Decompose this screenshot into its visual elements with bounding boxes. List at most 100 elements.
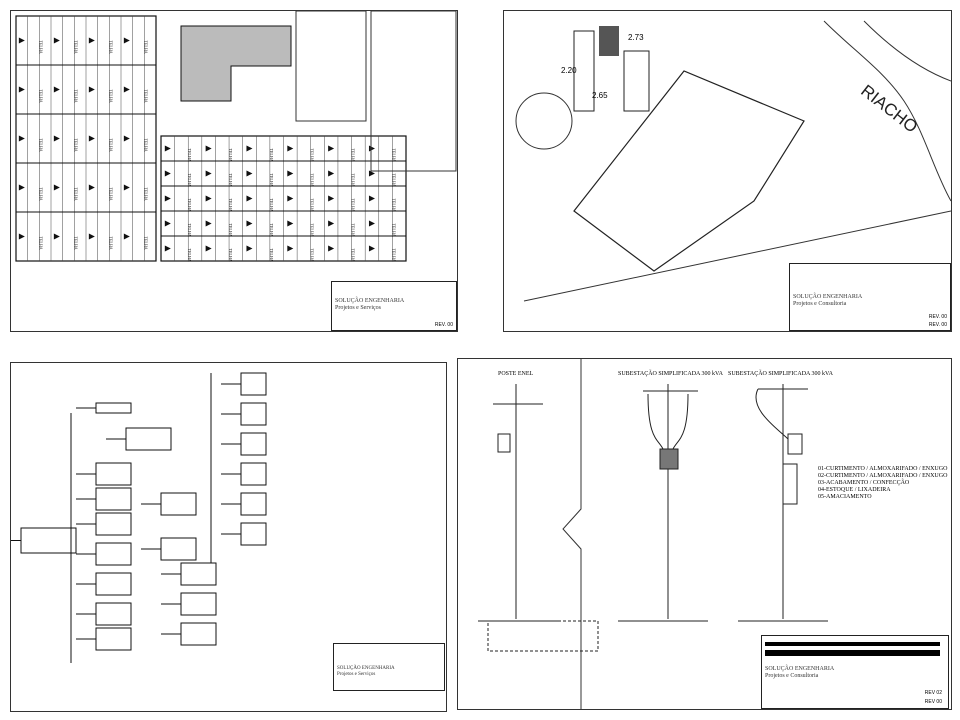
- circuit-label: 01-CURTIMENTO / ALMOXARIFADO / ENXUGO: [818, 466, 948, 472]
- slope-arrow-icon: [164, 170, 171, 177]
- slope-arrow-icon: [287, 195, 294, 202]
- roof-label: TELHA: [351, 249, 356, 262]
- slope-arrow-icon: [328, 220, 335, 227]
- roof-label: TELHA: [38, 188, 43, 201]
- company-name: SOLUÇÃO ENGENHARIA: [765, 666, 835, 672]
- slope-arrow-icon: [287, 170, 294, 177]
- slope-arrow-icon: [368, 195, 375, 202]
- roof-label: TELHA: [391, 149, 396, 162]
- slope-arrow-icon: [18, 135, 25, 142]
- roof-label: TELHA: [108, 139, 113, 152]
- panel-box: [95, 462, 132, 486]
- slope-arrow-icon: [123, 184, 130, 191]
- panel-box: [240, 432, 267, 456]
- slope-arrow-icon: [205, 220, 212, 227]
- slope-arrow-icon: [123, 86, 130, 93]
- slope-arrow-icon: [18, 184, 25, 191]
- panel-box: [95, 402, 132, 414]
- roof-label: TELHA: [38, 41, 43, 54]
- roof-label: TELHA: [351, 224, 356, 237]
- panel-box: [95, 487, 132, 511]
- panel-box: [240, 402, 267, 426]
- roof-label: TELHA: [228, 249, 233, 262]
- slope-arrow-icon: [18, 233, 25, 240]
- company-subtitle: Projetos e Serviços: [335, 305, 381, 311]
- title-block: SOLUÇÃO ENGENHARIA Projetos e Serviços: [333, 643, 445, 691]
- slope-arrow-icon: [328, 195, 335, 202]
- slope-arrow-icon: [205, 195, 212, 202]
- slope-arrow-icon: [205, 145, 212, 152]
- panel-box: [180, 592, 217, 616]
- revision: REV 02: [924, 690, 942, 696]
- slope-arrow-icon: [368, 220, 375, 227]
- pole-title: POSTE ENEL: [498, 371, 534, 377]
- panel-box: [95, 627, 132, 651]
- slope-arrow-icon: [328, 145, 335, 152]
- roof-label: TELHA: [143, 41, 148, 54]
- slope-arrow-icon: [246, 170, 253, 177]
- roof-label: TELHA: [228, 224, 233, 237]
- roof-label: TELHA: [143, 188, 148, 201]
- roof-label: TELHA: [310, 224, 315, 237]
- circuit-label: 04-ESTOQUE / LIXADEIRA: [818, 487, 891, 493]
- site-plan-drawing: [515, 20, 951, 302]
- substation-title: SUBESTAÇÃO SIMPLIFICADA 300 kVA: [728, 371, 833, 377]
- building-footprint: [180, 25, 292, 102]
- roof-label: TELHA: [228, 174, 233, 187]
- roof-label: TELHA: [143, 90, 148, 103]
- slope-arrow-icon: [246, 195, 253, 202]
- panel-box: [240, 522, 267, 546]
- revision: REV. 00: [928, 322, 947, 328]
- roof-label: TELHA: [310, 249, 315, 262]
- roof-label: TELHA: [310, 174, 315, 187]
- slope-arrow-icon: [18, 37, 25, 44]
- roof-label: TELHA: [73, 237, 78, 250]
- slope-arrow-icon: [53, 37, 60, 44]
- roof-label: TELHA: [269, 224, 274, 237]
- roof-label: TELHA: [73, 188, 78, 201]
- slope-arrow-icon: [205, 170, 212, 177]
- slope-arrow-icon: [53, 233, 60, 240]
- panel-box: [180, 562, 217, 586]
- revision: REV. 00: [928, 314, 947, 320]
- panel-box: [180, 622, 217, 646]
- slope-arrow-icon: [246, 220, 253, 227]
- revision: REV 00: [924, 699, 942, 705]
- slope-arrow-icon: [164, 245, 171, 252]
- substation-title: SUBESTAÇÃO SIMPLIFICADA 300 kVA: [618, 371, 723, 377]
- roof-label: TELHA: [143, 237, 148, 250]
- detail-frame: [295, 11, 367, 122]
- roof-label: TELHA: [391, 199, 396, 212]
- slope-arrow-icon: [205, 245, 212, 252]
- slope-arrow-icon: [246, 245, 253, 252]
- slope-arrow-icon: [18, 86, 25, 93]
- title-block: SOLUÇÃO ENGENHARIA Projetos e Consultori…: [761, 635, 949, 709]
- roof-label: TELHA: [228, 149, 233, 162]
- site-plan-sheet: RIACHO 2.73 2.20 2.65 SOLUÇÃO ENGENHARIA…: [503, 10, 952, 332]
- single-line-diagram-sheet: SOLUÇÃO ENGENHARIA Projetos e Serviços: [10, 362, 447, 712]
- roof-label: TELHA: [38, 90, 43, 103]
- roof-label: TELHA: [38, 139, 43, 152]
- panel-box: [160, 537, 197, 561]
- roof-label: TELHA: [187, 149, 192, 162]
- slope-arrow-icon: [53, 86, 60, 93]
- roof-label: TELHA: [187, 224, 192, 237]
- panel-box: [240, 492, 267, 516]
- roof-label: TELHA: [73, 90, 78, 103]
- slope-arrow-icon: [287, 245, 294, 252]
- roof-plan-drawing: TELHA TELHA TELHA TELHA TELHA TELHA TELHA TELHA…: [15, 11, 457, 262]
- title-block: SOLUÇÃO ENGENHARIA Projetos e Serviços R…: [331, 281, 457, 331]
- roof-label: TELHA: [143, 139, 148, 152]
- slope-arrow-icon: [368, 145, 375, 152]
- title-block: SOLUÇÃO ENGENHARIA Projetos e Consultori…: [789, 263, 951, 331]
- panel-box: [240, 462, 267, 486]
- slope-arrow-icon: [368, 245, 375, 252]
- slope-arrow-icon: [88, 135, 95, 142]
- slope-arrow-icon: [53, 135, 60, 142]
- substation-drawing: [478, 359, 828, 709]
- slope-arrow-icon: [123, 135, 130, 142]
- roof-label: TELHA: [108, 237, 113, 250]
- single-line-diagram: [11, 372, 267, 663]
- roof-label: TELHA: [228, 199, 233, 212]
- panel-box: [160, 492, 197, 516]
